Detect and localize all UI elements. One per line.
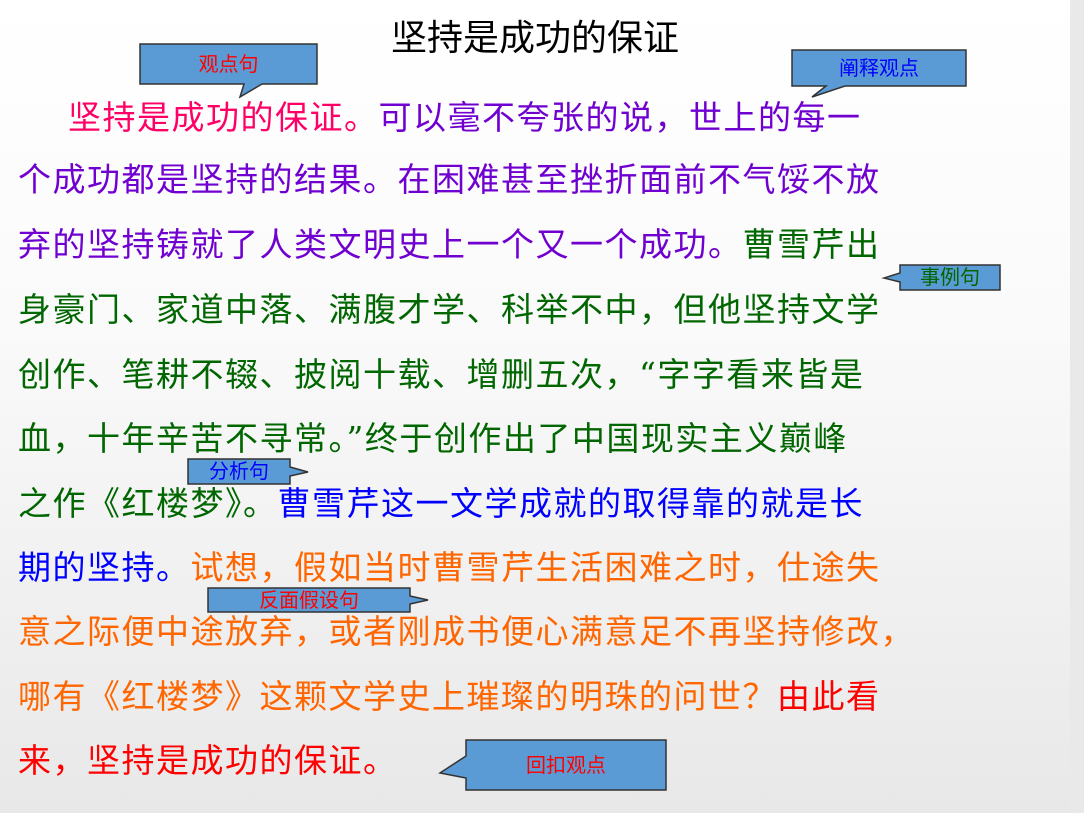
text-segment: 由此看 bbox=[777, 677, 881, 716]
text-line: 期的坚持。试想，假如当时曹雪芹生活困难之时，仕途失 bbox=[18, 550, 881, 586]
callout-analysis-label: 分析句 bbox=[209, 459, 269, 483]
text-segment: 哪有《红楼梦》这颗文学史上璀璨的明珠的问世？ bbox=[18, 677, 777, 716]
callout-counter bbox=[207, 587, 429, 613]
text-segment: 意之际便中途放弃，或者刚成书便心满意足不再坚持修改， bbox=[18, 612, 915, 651]
text-segment: 期的坚持。 bbox=[18, 548, 191, 587]
callout-echo-label: 回扣观点 bbox=[526, 753, 606, 777]
callout-echo bbox=[438, 739, 667, 791]
slide-title: 坚持是成功的保证 bbox=[390, 18, 679, 59]
text-line: 来，坚持是成功的保证。 bbox=[18, 743, 398, 779]
text-segment: 血，十年辛苦不寻常。”终于创作出了中国现实主义巅峰 bbox=[18, 419, 848, 458]
text-segment: 可以毫不夸张的说，世上的每一 bbox=[378, 98, 862, 137]
text-segment: 坚持是成功的保证。 bbox=[68, 98, 379, 137]
text-line: 个成功都是坚持的结果。在困难甚至挫折面前不气馁不放 bbox=[18, 162, 881, 198]
text-segment: 个成功都是坚持的结果。在困难甚至挫折面前不气馁不放 bbox=[18, 160, 881, 199]
callout-example-label: 事例句 bbox=[920, 265, 980, 289]
text-line: 血，十年辛苦不寻常。”终于创作出了中国现实主义巅峰 bbox=[18, 421, 848, 457]
text-segment: 曹雪芹出 bbox=[742, 225, 881, 264]
callout-explain-label: 阐释观点 bbox=[839, 56, 919, 80]
text-line: 创作、笔耕不辍、披阅十载、增删五次，“字字看来皆是 bbox=[18, 357, 864, 393]
text-line: 身豪门、家道中落、满腹才学、科举不中，但他坚持文学 bbox=[18, 292, 881, 328]
text-line: 弃的坚持铸就了人类文明史上一个又一个成功。曹雪芹出 bbox=[18, 227, 881, 263]
text-segment: 创作、笔耕不辍、披阅十载、增删五次，“字字看来皆是 bbox=[18, 355, 865, 394]
text-segment: 曹雪芹这一文学成就的取得靠的就是长 bbox=[277, 484, 864, 523]
callout-explain bbox=[791, 49, 967, 98]
callout-viewpoint-label: 观点句 bbox=[198, 52, 259, 76]
text-line: 之作《红楼梦》。曹雪芹这一文学成就的取得靠的就是长 bbox=[18, 486, 864, 522]
text-line: 坚持是成功的保证。可以毫不夸张的说，世上的每一 bbox=[68, 100, 862, 136]
text-line: 哪有《红楼梦》这颗文学史上璀璨的明珠的问世？由此看 bbox=[18, 679, 881, 715]
text-line: 意之际便中途放弃，或者刚成书便心满意足不再坚持修改， bbox=[18, 614, 915, 650]
text-segment: 试想，假如当时曹雪芹生活困难之时，仕途失 bbox=[190, 548, 881, 587]
callout-viewpoint bbox=[139, 43, 318, 99]
text-segment: 之作《红楼梦》。 bbox=[18, 484, 278, 523]
text-segment: 身豪门、家道中落、满腹才学、科举不中，但他坚持文学 bbox=[18, 290, 881, 329]
callout-counter-label: 反面假设句 bbox=[259, 588, 359, 612]
callout-analysis bbox=[187, 458, 309, 485]
text-segment: 弃的坚持铸就了人类文明史上一个又一个成功。 bbox=[18, 225, 743, 264]
callout-example bbox=[881, 264, 1001, 291]
text-segment: 来，坚持是成功的保证。 bbox=[18, 741, 398, 780]
